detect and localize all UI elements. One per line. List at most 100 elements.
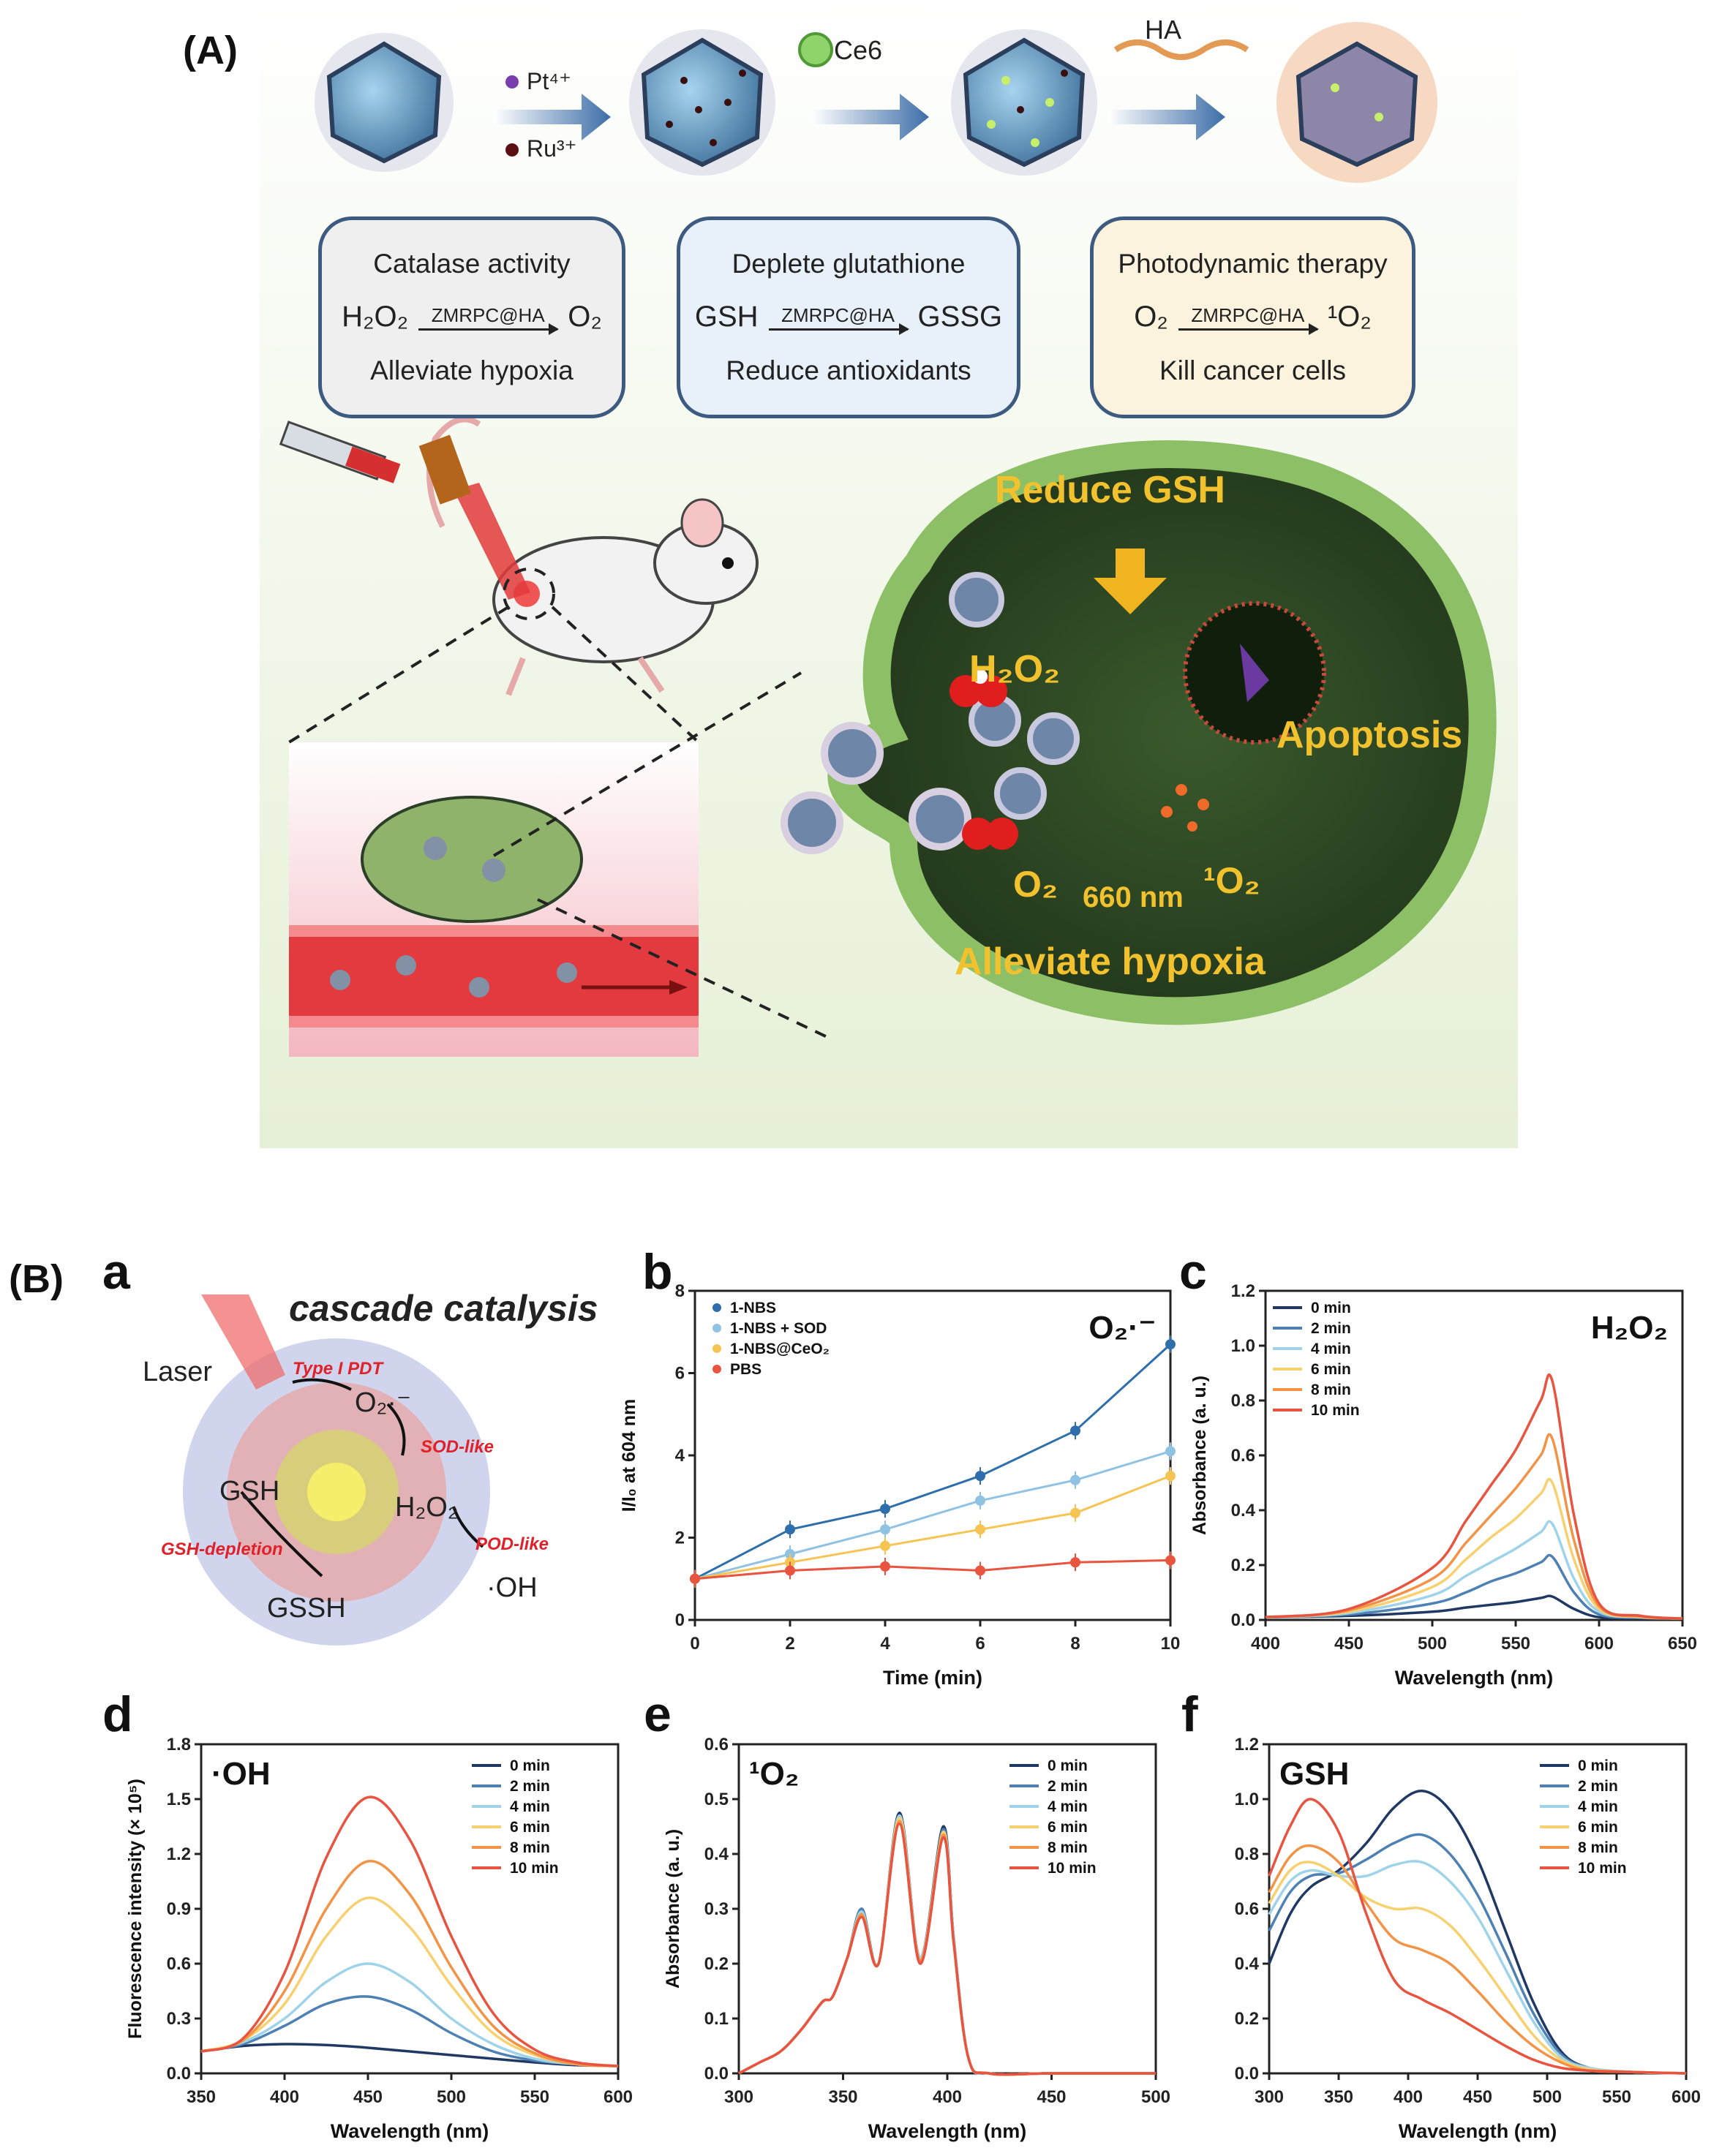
data-point	[1165, 1555, 1176, 1566]
ru-label: Ru³⁺	[527, 135, 577, 162]
x-tick-label: 600	[1671, 2087, 1701, 2107]
x-tick-label: 500	[1533, 2087, 1562, 2107]
glutathione-catalyst: ZMRPC@HA	[781, 304, 895, 326]
chart-annotation: O₂·⁻	[1088, 1310, 1156, 1346]
y-tick-label: 1.0	[1235, 1790, 1259, 1809]
series-fit-line	[694, 1558, 1171, 1580]
legend-label: 1-NBS + SOD	[730, 1320, 827, 1337]
data-point	[975, 1495, 985, 1506]
h2o2-label: H₂O₂	[969, 648, 1061, 690]
legend-label: 10 min	[1311, 1402, 1360, 1419]
laser-label: Laser	[143, 1357, 213, 1387]
legend-label: 0 min	[1578, 1757, 1618, 1774]
zoom-guide-lines	[287, 568, 831, 1040]
series-line	[1265, 1373, 1683, 1620]
y-tick-label: 0.5	[704, 1790, 729, 1809]
legend-label: 4 min	[1578, 1798, 1618, 1815]
x-tick-label: 6	[975, 1634, 985, 1654]
plot-frame	[1268, 1743, 1688, 2075]
data-point	[1070, 1425, 1080, 1436]
legend-label: 8 min	[1311, 1382, 1351, 1398]
y-tick-label: 0.3	[704, 1899, 729, 1919]
series-fit-line	[694, 1450, 1171, 1580]
y-tick-label: 0	[675, 1610, 685, 1630]
y-tick-label: 0.6	[167, 1954, 191, 1974]
series-line	[1265, 1477, 1683, 1620]
pdt-product: ¹O₂	[1327, 301, 1372, 333]
y-tick-label: 1.2	[167, 1844, 191, 1864]
data-point	[1070, 1507, 1080, 1518]
x-tick-label: 450	[1463, 2087, 1492, 2107]
glutathione-box-title: Deplete glutathione	[732, 248, 966, 279]
x-tick-label: 8	[1070, 1634, 1080, 1654]
y-tick-label: 1.2	[1231, 1281, 1255, 1301]
y-axis-label: I/I₀ at 604 nm	[619, 1399, 639, 1512]
x-axis-label: Wavelength (nm)	[331, 2120, 489, 2142]
gsh-down-arrow	[1094, 549, 1167, 614]
catalase-box: Catalase activity H₂O₂ ZMRPC@HA O₂ Allev…	[318, 216, 625, 418]
legend-label: 0 min	[1311, 1300, 1351, 1316]
data-point	[975, 1524, 985, 1535]
legend-label: 8 min	[1578, 1839, 1618, 1856]
y-tick-label: 6	[675, 1364, 685, 1384]
data-point	[1165, 1471, 1176, 1482]
data-point	[975, 1565, 985, 1576]
sod-like-label: SOD-like	[421, 1437, 495, 1457]
legend-label: 4 min	[510, 1798, 550, 1815]
x-tick-label: 500	[437, 2087, 466, 2107]
pt-ru-legend	[505, 75, 519, 157]
legend-label: 2 min	[1311, 1320, 1351, 1337]
y-tick-label: 0.4	[1235, 1954, 1260, 1974]
legend-label: 1-NBS@CeO₂	[730, 1341, 830, 1357]
pdt-box: Photodynamic therapy O₂ ZMRPC@HA ¹O₂ Kil…	[1090, 216, 1415, 418]
legend-marker	[712, 1365, 721, 1373]
panel-a-label: (A)	[183, 29, 238, 72]
data-point	[975, 1471, 985, 1482]
y-tick-label: 1.0	[1231, 1336, 1255, 1356]
nanoparticle-bare	[315, 33, 454, 172]
catalase-reactant: H₂O₂	[342, 301, 409, 333]
x-tick-label: 10	[1161, 1634, 1181, 1654]
legend-marker	[712, 1344, 721, 1353]
panel-b-label: (B)	[9, 1257, 64, 1301]
x-tick-label: 400	[1251, 1634, 1280, 1654]
data-point	[785, 1524, 795, 1535]
x-axis-label: Wavelength (nm)	[1399, 2120, 1557, 2142]
laser-cone	[201, 1294, 285, 1390]
y-tick-label: 0.4	[704, 1844, 729, 1864]
x-tick-label: 300	[1255, 2087, 1284, 2107]
apoptosis-label: Apoptosis	[1276, 714, 1463, 756]
data-point	[1165, 1446, 1176, 1457]
chart-d-letter: d	[102, 1686, 133, 1742]
data-point	[880, 1540, 890, 1551]
gsh-depletion-label: GSH-depletion	[161, 1539, 283, 1559]
plot-frame	[200, 1743, 620, 2075]
x-tick-label: 550	[1602, 2087, 1631, 2107]
alleviate-hypoxia-label: Alleviate hypoxia	[955, 941, 1266, 983]
series-line	[200, 2043, 619, 2068]
glutathione-reactant: GSH	[694, 301, 759, 333]
laser-wavelength-label: 660 nm	[1083, 881, 1184, 913]
syringe-illustration	[279, 421, 401, 483]
x-tick-label: 650	[1668, 1634, 1697, 1654]
data-point	[1070, 1474, 1080, 1485]
h2o2-label-b: H₂O₂	[395, 1492, 459, 1523]
legend-label: 8 min	[510, 1839, 550, 1856]
x-tick-label: 350	[1324, 2087, 1353, 2107]
legend-label: 6 min	[510, 1819, 550, 1836]
pdt-box-caption: Kill cancer cells	[1159, 355, 1346, 386]
catalase-catalyst: ZMRPC@HA	[431, 304, 545, 326]
nanoparticle-ha-coated	[1276, 22, 1437, 183]
nanoparticle-loaded	[629, 29, 775, 176]
catalase-box-caption: Alleviate hypoxia	[370, 355, 574, 386]
series-line	[1268, 1861, 1687, 2075]
ha-strand	[1113, 39, 1249, 60]
catalase-box-title: Catalase activity	[373, 248, 571, 279]
legend-marker	[712, 1324, 721, 1333]
y-tick-label: 0.2	[1235, 2009, 1259, 2029]
data-point	[1165, 1339, 1176, 1350]
chart-c-letter: c	[1179, 1244, 1207, 1300]
cascade-catalysis-title: cascade catalysis	[289, 1288, 598, 1329]
y-tick-label: 0.0	[1235, 2064, 1259, 2084]
